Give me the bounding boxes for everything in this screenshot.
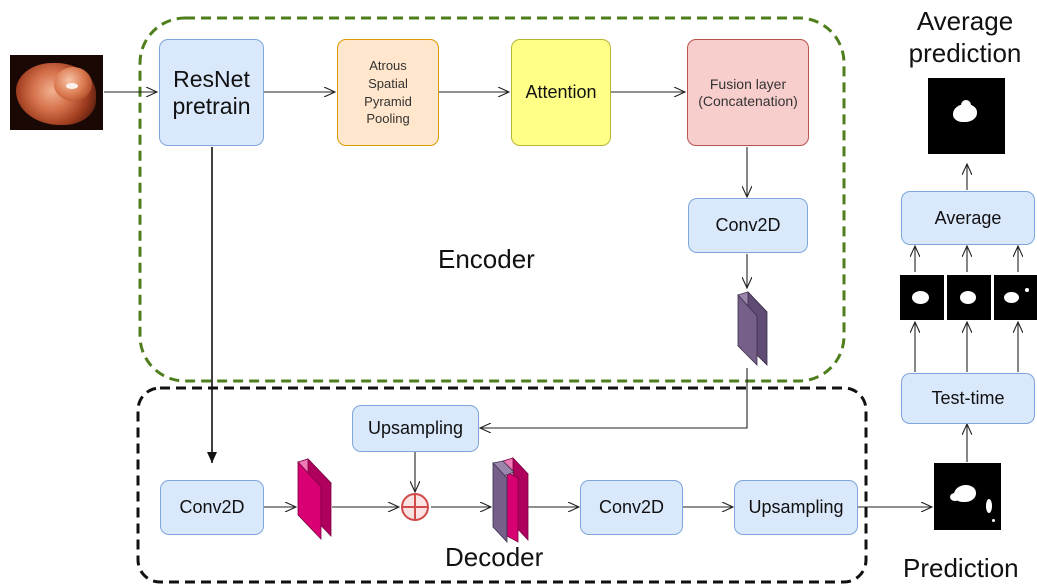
encoder-label: Encoder xyxy=(438,244,535,274)
resnet-pretrain-label: ResNet pretrain xyxy=(172,66,251,119)
upsampling-decoder-label: Upsampling xyxy=(367,418,464,439)
resnet-pretrain-node: ResNet pretrain xyxy=(159,39,264,146)
conv2d-decoder-left-label: Conv2D xyxy=(179,497,245,518)
arrow-feature-to-upsampling xyxy=(480,368,748,428)
tta-mask-3 xyxy=(994,275,1037,320)
conv2d-decoder-right-label: Conv2D xyxy=(598,497,665,518)
conv2d-encoder-node: Conv2D xyxy=(688,198,808,253)
conv2d-decoder-left-node: Conv2D xyxy=(160,480,264,535)
upsampling-decoder-node: Upsampling xyxy=(352,405,479,452)
aspp-label: Atrous Spatial Pyramid Pooling xyxy=(364,58,412,127)
conv2d-encoder-label: Conv2D xyxy=(715,215,781,236)
colonoscopy-image-icon xyxy=(10,55,103,130)
conv2d-decoder-right-node: Conv2D xyxy=(580,480,683,535)
attention-node: Attention xyxy=(511,39,611,146)
test-time-label: Test-time xyxy=(931,388,1005,409)
feature-map-decoder-concat xyxy=(492,456,529,544)
fusion-layer-node: Fusion layer (Concatenation) xyxy=(687,39,809,146)
tta-mask-2 xyxy=(947,275,991,320)
prediction-label: Prediction xyxy=(903,553,1019,583)
encoder-group-border xyxy=(138,16,846,383)
average-prediction-mask xyxy=(928,78,1005,154)
average-prediction-label: Average prediction xyxy=(908,6,1022,68)
decoder-label: Decoder xyxy=(445,542,544,572)
feature-map-decoder-left xyxy=(297,458,332,540)
feature-map-encoder xyxy=(737,290,768,366)
attention-label: Attention xyxy=(525,82,597,103)
test-time-node: Test-time xyxy=(901,373,1035,424)
fusion-layer-label: Fusion layer (Concatenation) xyxy=(698,76,798,109)
average-label: Average xyxy=(934,207,1002,228)
decoder-group-border xyxy=(136,386,868,584)
aspp-node: Atrous Spatial Pyramid Pooling xyxy=(337,39,439,146)
average-node: Average xyxy=(901,191,1035,245)
upsampling-final-label: Upsampling xyxy=(748,497,844,518)
circle-plus-icon xyxy=(401,493,429,521)
upsampling-final-node: Upsampling xyxy=(734,480,858,535)
prediction-mask xyxy=(934,463,1001,530)
tta-mask-1 xyxy=(900,275,944,320)
